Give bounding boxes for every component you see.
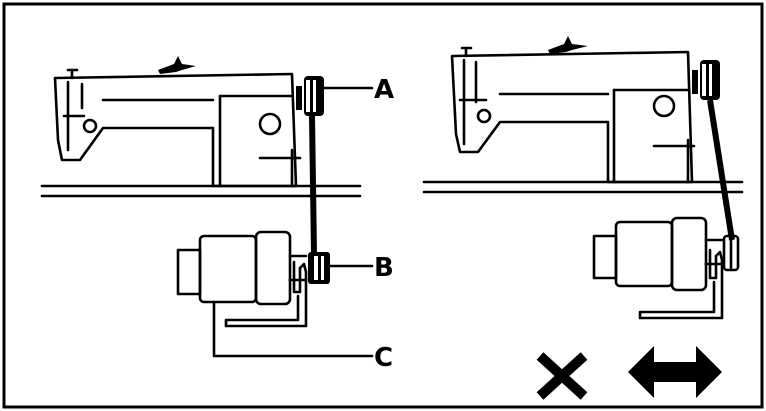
double-arrow-icon — [628, 346, 722, 398]
right-motor-bracket — [638, 248, 724, 320]
right-sewing-machine-head — [450, 36, 696, 184]
label-a: A — [374, 75, 394, 105]
left-motor-bracket — [224, 260, 308, 328]
pulley-b — [308, 252, 330, 284]
cross-mark-icon — [536, 352, 588, 400]
left-table-top — [40, 184, 362, 198]
right-motor — [592, 216, 724, 292]
pulley-a — [296, 76, 324, 116]
left-sewing-machine-head — [53, 56, 302, 188]
left-motor — [176, 230, 308, 306]
label-b: B — [374, 253, 394, 283]
label-c: C — [374, 343, 393, 373]
left-belt — [309, 115, 317, 255]
right-upper-pulley — [692, 60, 720, 100]
correct-setup: A B C — [40, 56, 394, 373]
leader-lines — [212, 86, 374, 358]
right-table-top — [422, 180, 744, 194]
right-belt-slanted — [707, 99, 735, 241]
right-lower-pulley — [722, 234, 740, 272]
incorrect-setup — [422, 36, 744, 400]
